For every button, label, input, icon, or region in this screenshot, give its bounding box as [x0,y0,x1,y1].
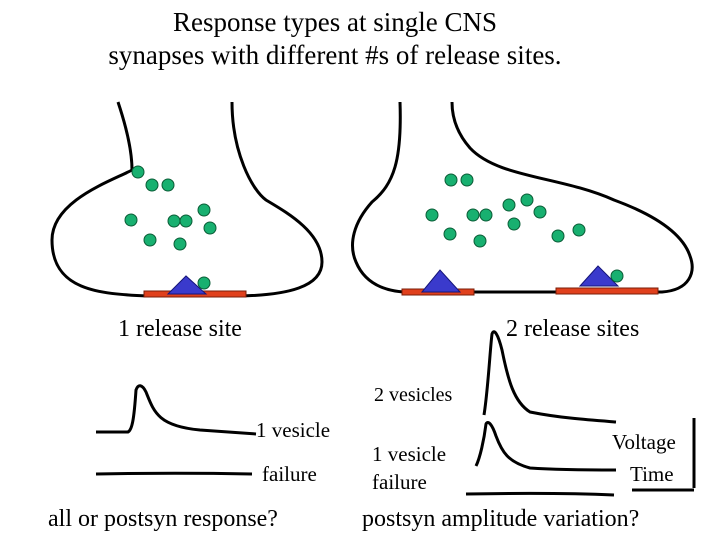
right-trace-2-vesicles [482,330,617,424]
right-trace-1-vesicle [474,421,617,472]
label-two-release-sites: 2 release sites [506,316,640,342]
vesicle [124,213,138,227]
label-right-2-vesicles: 2 vesicles [374,384,453,406]
vesicle [173,237,187,251]
title-line-2: synapses with different #s of release si… [108,40,562,70]
caption-right-question: postsyn amplitude variation? [362,506,640,532]
scale-bar [632,418,696,492]
vesicle [131,165,145,179]
right-receptor-2 [578,265,620,287]
label-one-release-site: 1 release site [118,316,242,342]
vesicle [443,227,457,241]
vesicle [179,214,193,228]
page-title: Response types at single CNS synapses wi… [0,6,670,72]
vesicle [520,193,534,207]
vesicle [473,234,487,248]
left-vesicles [124,165,217,290]
vesicle [444,173,458,187]
left-trace-1-vesicle [96,384,257,436]
vesicle [502,198,516,212]
left-receptor [166,275,208,295]
right-trace-failure [465,491,615,497]
right-release-site-2 [555,287,659,295]
vesicle [507,217,521,231]
caption-left-question: all or postsyn response? [48,506,278,532]
scale-label-time: Time [630,462,674,486]
label-right-1-vesicle: 1 vesicle [372,442,447,466]
label-right-failure: failure [372,470,427,494]
scale-label-voltage: Voltage [612,430,676,454]
vesicle [572,223,586,237]
vesicle [145,178,159,192]
vesicle [203,221,217,235]
vesicle [425,208,439,222]
right-terminal-outline [351,101,694,294]
title-line-1: Response types at single CNS [173,7,497,37]
left-terminal-outline [50,101,324,298]
vesicle [197,203,211,217]
vesicle [197,276,211,290]
right-vesicles [425,173,624,283]
vesicle [610,269,624,283]
vesicle [143,233,157,247]
left-trace-failure [95,471,253,476]
vesicle [167,214,181,228]
label-left-1-vesicle: 1 vesicle [256,418,331,442]
vesicle [551,229,565,243]
vesicle [533,205,547,219]
right-receptor-1 [420,269,462,293]
vesicle [466,208,480,222]
label-left-failure: failure [262,462,317,486]
vesicle [161,178,175,192]
vesicle [460,173,474,187]
vesicle [479,208,493,222]
